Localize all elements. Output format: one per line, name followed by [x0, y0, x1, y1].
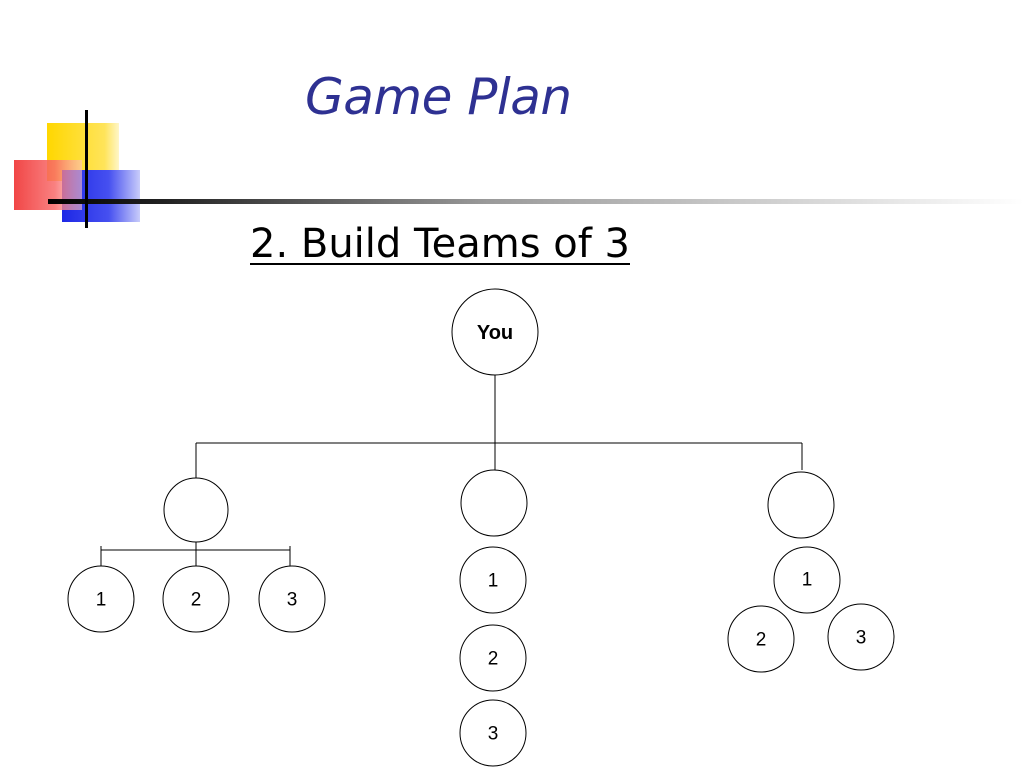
member-node-left-1 — [67, 565, 135, 633]
member-label-right-2: 2 — [756, 630, 767, 651]
member-label-right-1: 1 — [802, 570, 813, 591]
leader-node-right — [767, 471, 835, 539]
member-label-center-1: 1 — [488, 571, 499, 592]
deco-vertical-rule — [85, 110, 88, 228]
slide-title: Game Plan — [305, 68, 572, 126]
member-node-right-1 — [773, 546, 841, 614]
leader-node-center — [460, 469, 528, 537]
member-node-center-1 — [459, 546, 527, 614]
slide-subtitle: 2. Build Teams of 3 — [250, 221, 630, 267]
member-node-right-3 — [827, 603, 895, 671]
member-node-center-3 — [459, 699, 527, 767]
member-label-left-3: 3 — [287, 590, 298, 611]
root-node — [451, 288, 539, 376]
member-node-left-3 — [258, 565, 326, 633]
root-node-label: You — [477, 322, 513, 344]
deco-horizontal-rule — [48, 199, 1024, 204]
decorative-corner-graphic — [14, 110, 1024, 228]
member-node-center-2 — [459, 624, 527, 692]
member-label-left-1: 1 — [96, 590, 107, 611]
member-label-center-2: 2 — [488, 649, 499, 670]
member-label-left-2: 2 — [191, 590, 202, 611]
member-label-center-3: 3 — [488, 724, 499, 745]
member-label-right-3: 3 — [856, 628, 867, 649]
member-node-left-2 — [162, 565, 230, 633]
member-node-right-2 — [727, 605, 795, 673]
leader-node-left — [163, 477, 229, 543]
